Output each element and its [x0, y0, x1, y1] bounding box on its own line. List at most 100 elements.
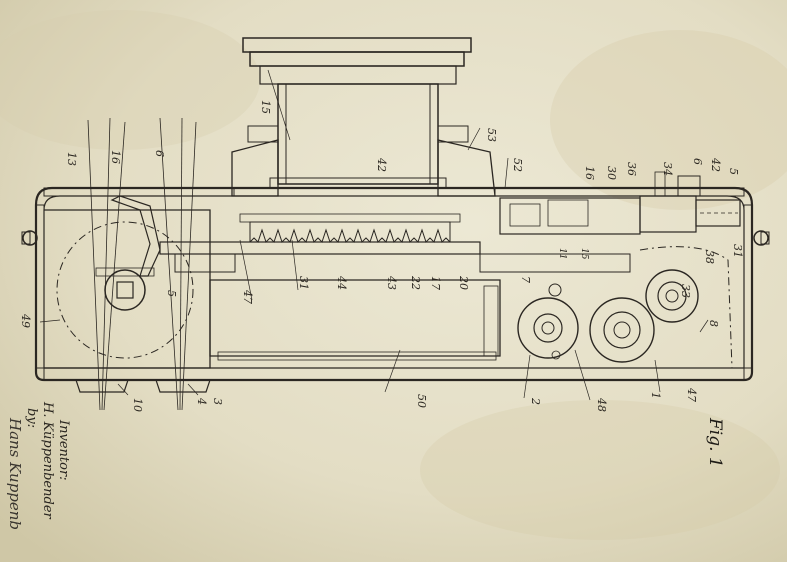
ray: [179, 117, 183, 411]
ref-44: 47: [241, 289, 254, 304]
ref-4: 4: [195, 397, 208, 405]
paper-stain: [0, 10, 260, 150]
camera-body: [21, 186, 770, 382]
ref-17: 17: [429, 276, 442, 290]
ray: [159, 117, 179, 411]
spool-flange: [95, 267, 155, 277]
spool-circle: [56, 221, 194, 359]
spool-49-hub: [613, 321, 631, 339]
ref-15: 16: [583, 166, 596, 180]
ray: [103, 121, 126, 411]
inventor-by: by:: [24, 408, 39, 428]
paper-stain: [420, 400, 780, 540]
ref-31: 31: [731, 244, 744, 258]
ref-34: 36: [625, 162, 638, 176]
spool-47-core: [533, 313, 563, 343]
ref-5b: 5: [727, 168, 740, 175]
inventor-block: Inventor: H. Küppenbender by: Hans Kuppe…: [6, 401, 71, 530]
tripod-knobs: [75, 379, 211, 393]
ref-30: 30: [605, 166, 618, 180]
ref-10: 10: [131, 398, 144, 412]
leader: [239, 239, 253, 301]
spool-49-ring: [603, 311, 641, 349]
curtain-box: [249, 221, 451, 243]
eyepiece-tube: [695, 199, 741, 227]
right-end-wall: [743, 204, 753, 369]
ray: [101, 117, 111, 411]
ref-43: 44: [335, 275, 348, 290]
figure-label: Fig. 1: [705, 417, 725, 468]
leader: [699, 319, 709, 333]
leader-lines: [39, 69, 709, 401]
leader: [187, 383, 199, 396]
spool-8-hub: [665, 289, 679, 303]
ref-49: 48: [595, 397, 608, 412]
left-end-wall: [35, 204, 45, 369]
ref-8: 8: [707, 320, 720, 327]
spool-hub: [116, 281, 134, 299]
ref-36b: 42: [709, 157, 722, 172]
leader: [574, 349, 591, 401]
leader: [467, 127, 481, 151]
ref-52: 52: [511, 158, 524, 172]
bottom-knob-left: [75, 379, 129, 393]
film-pressure-plate: [479, 253, 631, 273]
paper-stain: [550, 30, 787, 210]
shutter-mechanism: [110, 195, 631, 277]
shutter-button-post: [654, 171, 666, 197]
ref-24: 31: [297, 276, 310, 290]
lug-post: [760, 231, 770, 245]
optical-ray-lines: [87, 117, 197, 411]
ref-53: 53: [485, 128, 498, 142]
ref-42: 43: [385, 275, 398, 290]
inventor-name: H. Küppenbender: [40, 401, 55, 520]
sprocket-small: [551, 350, 561, 360]
ref-33: 34: [661, 162, 674, 176]
film-path: [639, 246, 733, 369]
ref-6: 6: [153, 150, 166, 157]
bottom-plate: [43, 367, 745, 381]
leader: [654, 359, 661, 393]
ref-11: 11: [557, 248, 567, 259]
lens-assembly: [231, 37, 496, 197]
ref-47: 47: [685, 387, 698, 402]
ref-20: 20: [457, 275, 470, 290]
ref-22: 22: [409, 275, 422, 290]
rewind-knob: [677, 175, 701, 197]
ref-12: 13: [65, 152, 78, 166]
ref-3: 3: [211, 398, 224, 405]
ref-7: 7: [519, 276, 532, 283]
leader: [384, 349, 401, 393]
rangefinder-gear: [509, 203, 541, 227]
leader: [523, 354, 531, 399]
mount-collar: [247, 125, 279, 143]
spool-8-ring: [657, 281, 687, 311]
inventor-title: Inventor:: [56, 419, 71, 481]
ref-48: 49: [19, 313, 32, 328]
reference-numerals: 15 53 42 52 16 30 36 34 6 42 5 13 16 6 4…: [19, 100, 744, 412]
ref-16: 15: [579, 248, 589, 260]
shutter-block: [174, 253, 236, 273]
rangefinder-assembly: [499, 171, 741, 235]
gate-frame: [209, 279, 501, 357]
strap-lug-left: [22, 230, 38, 246]
ref-50: 50: [415, 394, 428, 408]
ref-5: 5: [165, 290, 178, 297]
sprocket: [548, 283, 562, 297]
shutter-curtain-corrugation: [249, 228, 451, 243]
leader: [39, 319, 61, 323]
film-gate-compartment: [209, 279, 501, 361]
top-plate-left: [43, 187, 235, 197]
inventor-signature: Hans Kuppenb: [6, 417, 24, 530]
supply-spool-group: [517, 246, 733, 369]
ref-15b: 16: [109, 150, 122, 164]
rangefinder-cam: [547, 199, 589, 227]
ref-32: 33: [679, 284, 692, 298]
ref-6b: 6: [691, 158, 704, 165]
spool-49: [589, 297, 655, 363]
gate-wall: [483, 285, 499, 357]
lug-post: [21, 231, 31, 245]
